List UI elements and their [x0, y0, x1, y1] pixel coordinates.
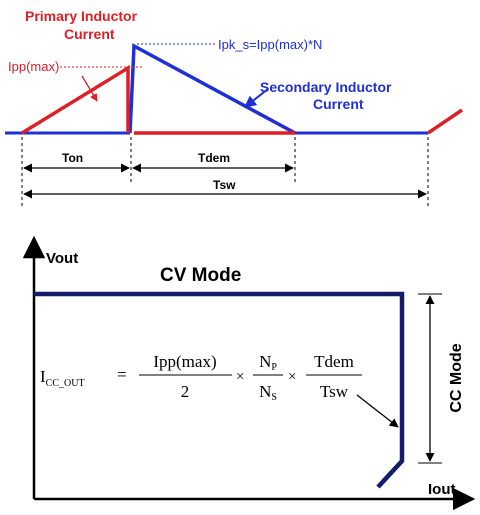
primary-label-line1: Primary Inductor: [25, 8, 138, 24]
tsw-label: Tsw: [213, 178, 236, 192]
formula-lhs-sub: CC_OUT: [46, 378, 85, 389]
times-1: ×: [236, 369, 244, 385]
ipp-callout-arrow: [81, 75, 98, 102]
fraction2-numerator: NP: [259, 352, 277, 373]
f2-num-main: N: [259, 352, 271, 371]
tdem-label: Tdem: [198, 151, 230, 165]
fraction1-denominator: 2: [181, 382, 190, 401]
ton-label: Ton: [62, 151, 83, 165]
secondary-label-line2: Current: [313, 96, 364, 112]
secondary-current-waveform: [128, 43, 296, 135]
cc-mode-label: CC Mode: [448, 343, 465, 412]
formula-lhs: ICC_OUT: [40, 367, 85, 389]
y-axis-label: Vout: [46, 250, 78, 267]
fraction3-denominator: Tsw: [320, 382, 349, 401]
primary-label-line2: Current: [64, 26, 115, 42]
x-axis-label: Iout: [428, 481, 456, 498]
ipk-label: Ipk_s=Ipp(max)*N: [218, 37, 322, 52]
fraction2-denominator: NS: [259, 382, 277, 403]
secondary-callout-arrow: [244, 88, 269, 108]
primary-current-ramp: [21, 64, 130, 135]
tsw-to-corner-arrow: [356, 394, 399, 428]
formula-equals: =: [117, 365, 127, 384]
cv-mode-label: CV Mode: [160, 265, 241, 286]
ipp-max-label: Ipp(max): [8, 59, 59, 74]
cc-output-formula: ICC_OUT = Ipp(max) 2 × NP NS × Tdem Tsw: [40, 352, 362, 403]
times-2: ×: [288, 369, 296, 385]
f2-den-main: N: [259, 382, 271, 401]
f2-den-sub: S: [271, 392, 277, 403]
fraction1-numerator: Ipp(max): [153, 352, 216, 371]
f2-num-sub: P: [271, 362, 277, 373]
formula-lhs-main: I: [40, 367, 46, 386]
cv-cc-curve: [34, 291, 405, 489]
fraction3-numerator: Tdem: [314, 352, 354, 371]
primary-current-next-ramp: [427, 108, 463, 135]
secondary-label-line1: Secondary Inductor: [260, 79, 392, 95]
